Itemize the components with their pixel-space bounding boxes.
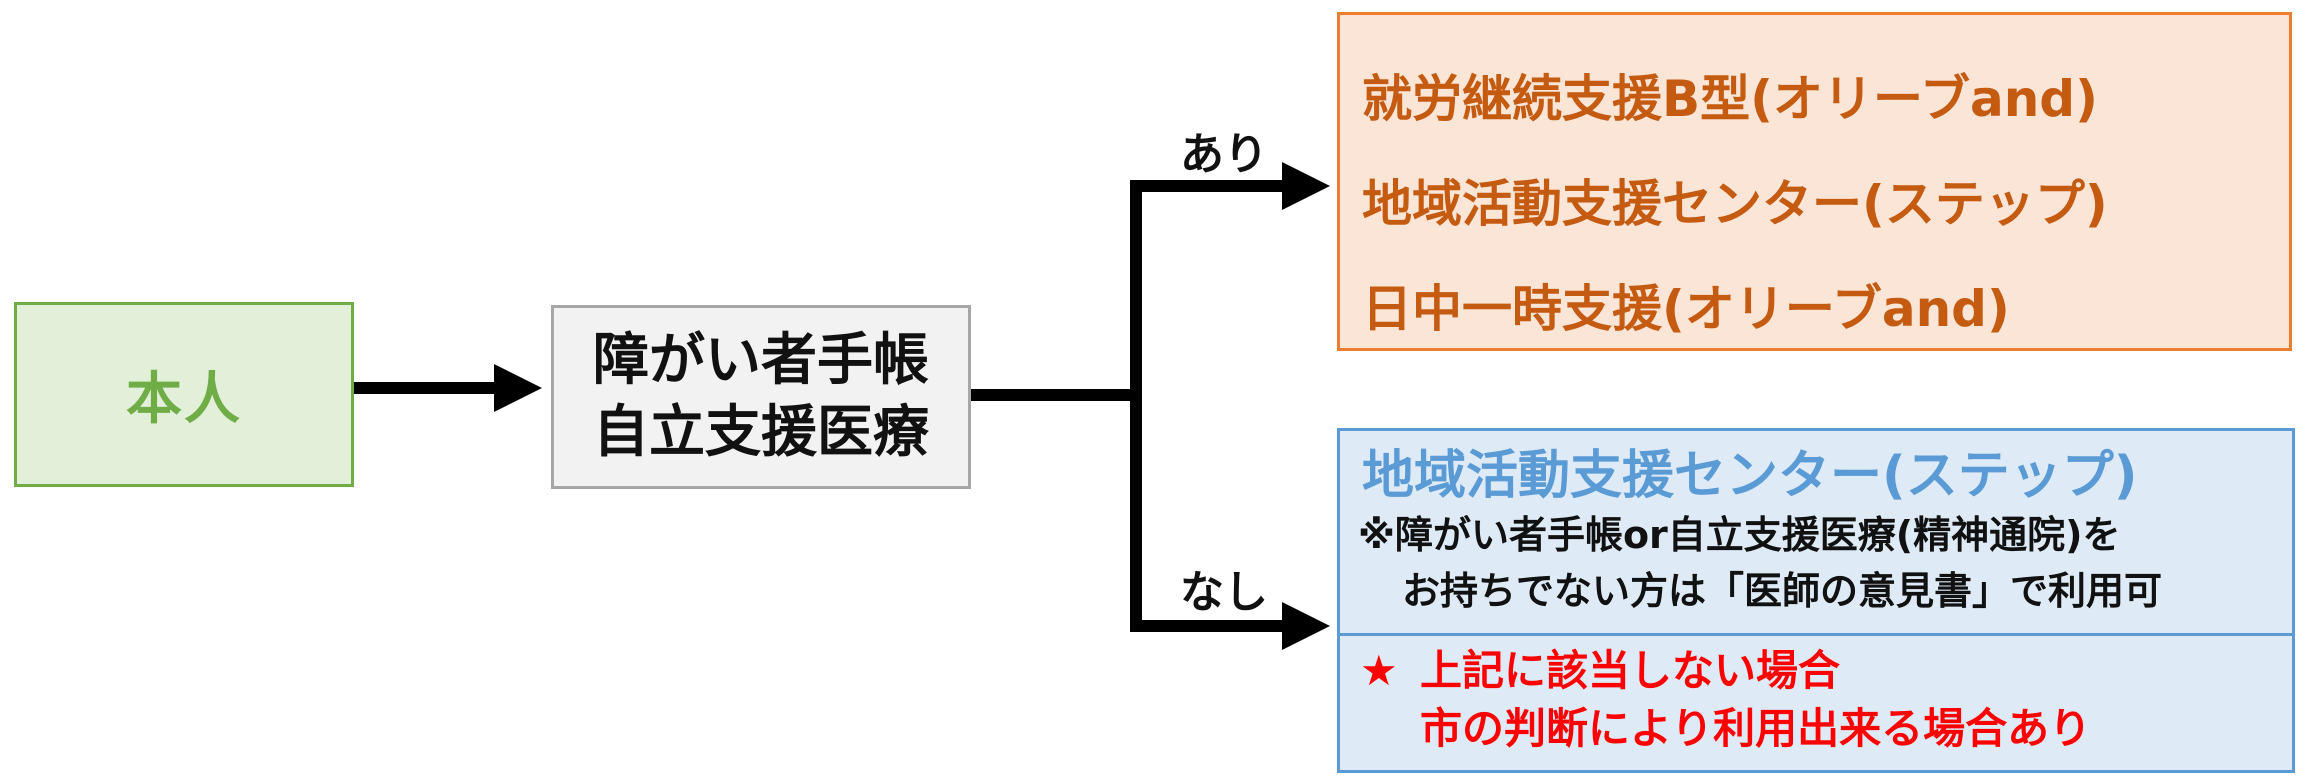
branch-label-yes: あり (1180, 129, 1268, 180)
service-item: 地域活動支援センター(ステップ) (1362, 175, 2108, 233)
divider (1340, 633, 2292, 636)
node-self-label: 本人 (126, 367, 242, 432)
node-certificate-line-1: 障がい者手帳 (593, 328, 929, 393)
node-self: 本人 (14, 302, 354, 487)
node-certificate: 障がい者手帳 自立支援医療 (551, 305, 971, 489)
node-with-certificate: 就労継続支援B型(オリーブand) 地域活動支援センター(ステップ) 日中一時支… (1337, 12, 2292, 351)
service-item: 就労継続支援B型(オリーブand) (1362, 70, 2098, 128)
node-without-certificate-title: 地域活動支援センター(ステップ) (1362, 446, 2138, 506)
condition-line-2: 市の判断により利用出来る場合あり (1420, 704, 2092, 753)
note-line-2: お持ちでない方は「医師の意見書」で利用可 (1402, 569, 2163, 613)
note-line-1: ※障がい者手帳or自立支援医療(精神通院)を (1358, 513, 2121, 557)
node-without-certificate: 地域活動支援センター(ステップ) ※障がい者手帳or自立支援医療(精神通院)を … (1337, 428, 2295, 773)
star-icon: ★ (1360, 646, 1398, 695)
node-certificate-line-2: 自立支援医療 (593, 400, 929, 465)
branch-label-no: なし (1180, 567, 1268, 618)
condition-line-1: 上記に該当しない場合 (1420, 646, 1841, 695)
service-item: 日中一時支援(オリーブand) (1362, 280, 2010, 338)
